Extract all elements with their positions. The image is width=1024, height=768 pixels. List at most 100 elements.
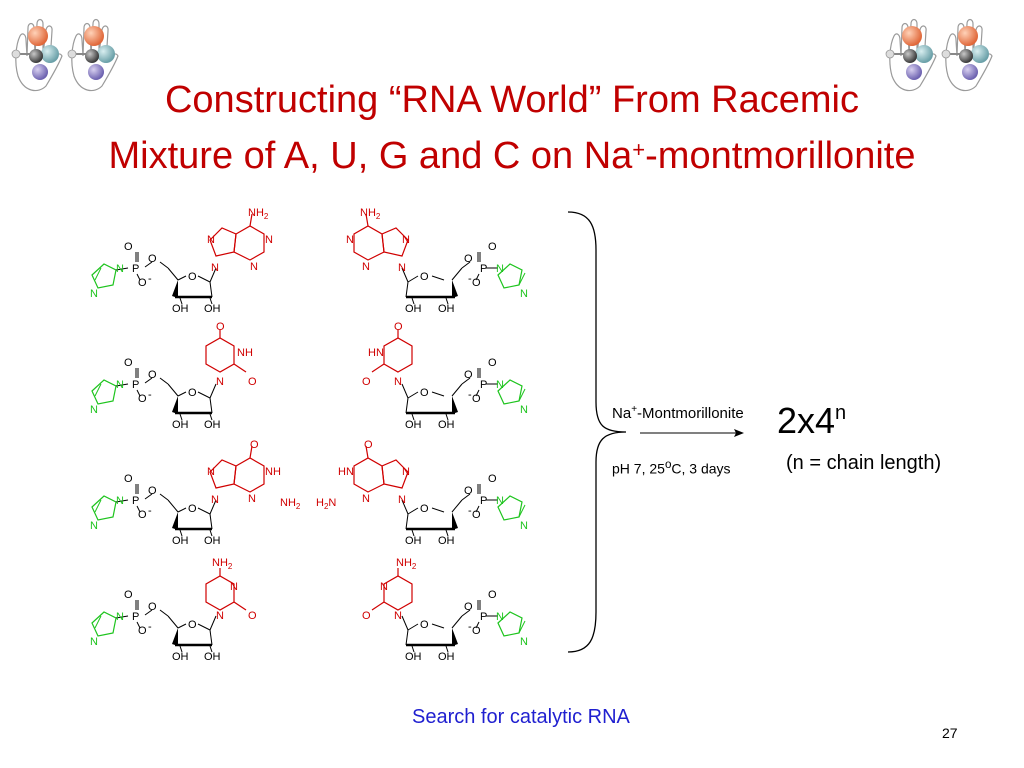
label-o: O <box>248 376 257 388</box>
reaction-arrow-icon <box>640 429 744 437</box>
label-o: O <box>472 509 481 521</box>
molecule-right-guanosine <box>353 445 527 538</box>
label-n: N <box>90 288 98 300</box>
label-o: O <box>488 357 497 369</box>
label-n: N <box>520 636 528 648</box>
label-p: P <box>480 495 487 507</box>
label-n: N <box>380 581 388 593</box>
reagent-superscript: + <box>631 404 638 415</box>
label-n: N <box>230 581 238 593</box>
label-nh: NH <box>237 347 253 359</box>
title-text-pre: Mixture of A, U, G and C on Na <box>108 135 633 177</box>
label-nh: NH <box>265 466 281 478</box>
label-n: N <box>362 493 370 505</box>
label-nh2: NH2 <box>360 207 381 221</box>
label-oh: OH <box>204 303 221 315</box>
label-n: N <box>496 263 504 275</box>
label-o: O <box>472 625 481 637</box>
title-superscript: + <box>632 137 646 162</box>
label-o: O <box>488 589 497 601</box>
label-p: P <box>480 611 487 623</box>
product-base: 2x4 <box>777 400 836 441</box>
label-o: O <box>420 387 429 399</box>
label-o: O <box>362 610 371 622</box>
label-minus: - <box>468 621 472 633</box>
label-p: P <box>132 611 139 623</box>
label-nh2: NH2 <box>396 557 417 571</box>
label-p: P <box>132 379 139 391</box>
label-o: O <box>124 357 133 369</box>
label-o: O <box>124 241 133 253</box>
label-nh2: NH2 <box>248 207 269 221</box>
slide-caption: Search for catalytic RNA <box>412 706 630 728</box>
label-n: N <box>116 263 124 275</box>
label-n: N <box>116 495 124 507</box>
label-o: O <box>464 601 473 613</box>
label-o: O <box>188 271 197 283</box>
reaction-conditions: pH 7, 25oC, 3 days <box>612 458 731 477</box>
label-p: P <box>132 263 139 275</box>
label-hn: HN <box>338 466 354 478</box>
grouping-brace-icon <box>567 211 627 653</box>
label-o: O <box>138 393 147 405</box>
label-hn: HN <box>368 347 384 359</box>
label-n: N <box>496 611 504 623</box>
conditions-pre: pH 7, 25 <box>612 460 665 477</box>
label-nh2: NH2 <box>280 497 301 511</box>
label-oh: OH <box>172 535 189 547</box>
label-n: N <box>248 493 256 505</box>
label-n: N <box>207 234 215 246</box>
label-n: N <box>346 234 354 246</box>
label-minus: - <box>148 505 152 517</box>
reagent-pre: Na <box>612 405 632 422</box>
label-o: O <box>464 253 473 265</box>
label-nh2: NH2 <box>212 557 233 571</box>
molecule-left-guanosine <box>90 445 265 538</box>
atom-labels: NH2 N N N N O O P O - N N O OH OH NH2 N … <box>90 207 528 663</box>
label-oh: OH <box>438 419 455 431</box>
label-n: N <box>116 379 124 391</box>
label-n: N <box>216 610 224 622</box>
molecule-left-adenosine <box>90 213 265 306</box>
label-minus: - <box>148 389 152 401</box>
label-p: P <box>132 495 139 507</box>
label-n: N <box>116 611 124 623</box>
label-o: O <box>148 253 157 265</box>
label-oh: OH <box>204 419 221 431</box>
slide-title-line-1: Constructing “RNA World” From Racemic <box>164 79 859 121</box>
label-minus: - <box>148 621 152 633</box>
label-n: N <box>402 466 410 478</box>
label-n: N <box>402 234 410 246</box>
reagent-label: Na+-Montmorillonite <box>612 404 744 422</box>
label-oh: OH <box>405 651 422 663</box>
label-o: O <box>188 503 197 515</box>
label-oh: OH <box>438 303 455 315</box>
label-minus: - <box>468 273 472 285</box>
label-p: P <box>480 263 487 275</box>
label-o: O <box>138 509 147 521</box>
label-n: N <box>90 636 98 648</box>
label-n: N <box>207 466 215 478</box>
label-o: O <box>394 321 403 333</box>
label-o: O <box>364 439 373 451</box>
label-n: N <box>398 262 406 274</box>
label-n: N <box>362 261 370 273</box>
label-o: O <box>124 473 133 485</box>
conditions-degree: o <box>664 458 672 471</box>
label-n: N <box>265 234 273 246</box>
label-n: N <box>394 376 402 388</box>
label-o: O <box>138 625 147 637</box>
label-minus: - <box>468 389 472 401</box>
label-h2n: H2N <box>316 497 336 511</box>
label-oh: OH <box>204 651 221 663</box>
label-n: N <box>250 261 258 273</box>
label-n: N <box>398 494 406 506</box>
label-o: O <box>488 241 497 253</box>
label-oh: OH <box>172 651 189 663</box>
label-o: O <box>488 473 497 485</box>
label-n: N <box>90 520 98 532</box>
label-o: O <box>464 485 473 497</box>
title-text-post: -montmorillonite <box>645 135 916 177</box>
